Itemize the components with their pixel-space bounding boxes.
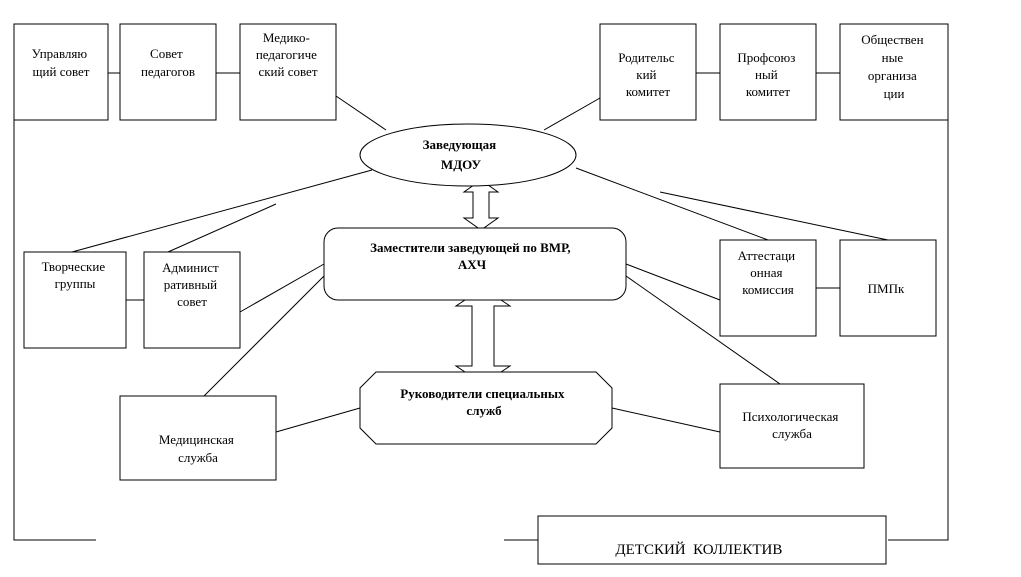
node-creative-groups: Творческие группы (23, 251, 127, 349)
node-deputies-label: Заместители заведующей по ВМР, АХЧ (370, 240, 574, 272)
node-special-services-label: Руководители специальных служб (400, 386, 567, 418)
link-special-psych (611, 407, 721, 433)
node-admin-council: Админист ративный совет (143, 251, 241, 349)
node-psych-service: Психологическая служба (719, 383, 865, 469)
link-head-attestation (575, 167, 769, 241)
node-trade-union: Профсоюз ный комитет (719, 23, 817, 121)
link-head-admin (167, 203, 277, 253)
node-admin-council-label: Админист ративный совет (162, 260, 222, 309)
node-public-orgs: Обществен ные организа ции (839, 23, 949, 121)
link-deputies-psych (625, 275, 781, 385)
link-head-creative (71, 169, 373, 253)
node-parents-committee: Родительс кий комитет (599, 23, 697, 121)
node-head-label: Заведующая МДОУ (423, 137, 500, 172)
node-attestation-label: Аттестаци онная комиссия (738, 248, 799, 297)
node-governing-council: Управляю щий совет (13, 23, 109, 121)
link-deputies-medical (203, 275, 325, 397)
node-pmpk: ПМПк (839, 239, 937, 337)
node-children-label: ДЕТСКИЙ КОЛЛЕКТИВ (615, 541, 808, 558)
link-special-medical (275, 407, 361, 433)
node-teachers-council-label: Совет педагогов (141, 46, 195, 79)
node-attestation: Аттестаци онная комиссия (719, 239, 817, 337)
link-parents-head (543, 97, 601, 131)
node-medical-service-label: Медицинская служба (159, 432, 237, 465)
link-deputies-admin (239, 263, 325, 313)
node-medical-pedagogical-label: Медико- педагогиче ский совет (256, 30, 320, 79)
node-trade-union-label: Профсоюз ный комитет (737, 50, 798, 99)
node-parents-committee-label: Родительс кий комитет (618, 50, 678, 99)
node-pmpk-label: ПМПк (868, 281, 905, 296)
node-public-orgs-label: Обществен ные организа ции (861, 32, 927, 101)
node-special-services: Руководители специальных служб (359, 371, 613, 445)
node-psych-service-label: Психологическая служба (742, 409, 841, 441)
node-medical-service: Медицинская служба (119, 395, 277, 481)
node-deputies: Заместители заведующей по ВМР, АХЧ (323, 227, 627, 301)
node-medical-pedagogical: Медико- педагогиче ский совет (239, 23, 337, 121)
link-medped-head (335, 95, 387, 131)
node-governing-council-label: Управляю щий совет (32, 46, 91, 79)
node-children: ДЕТСКИЙ КОЛЛЕКТИВ (537, 515, 887, 565)
link-head-pmpk (659, 191, 889, 241)
nodes: Управляю щий совет Совет педагогов Медик… (13, 23, 949, 565)
node-teachers-council: Совет педагогов (119, 23, 217, 121)
node-head: Заведующая МДОУ (359, 123, 577, 187)
node-creative-groups-label: Творческие группы (42, 259, 109, 291)
double-arrow-deputies-special (454, 287, 512, 385)
link-deputies-attestation (625, 263, 721, 301)
double-arrow-head-deputies (462, 179, 500, 231)
